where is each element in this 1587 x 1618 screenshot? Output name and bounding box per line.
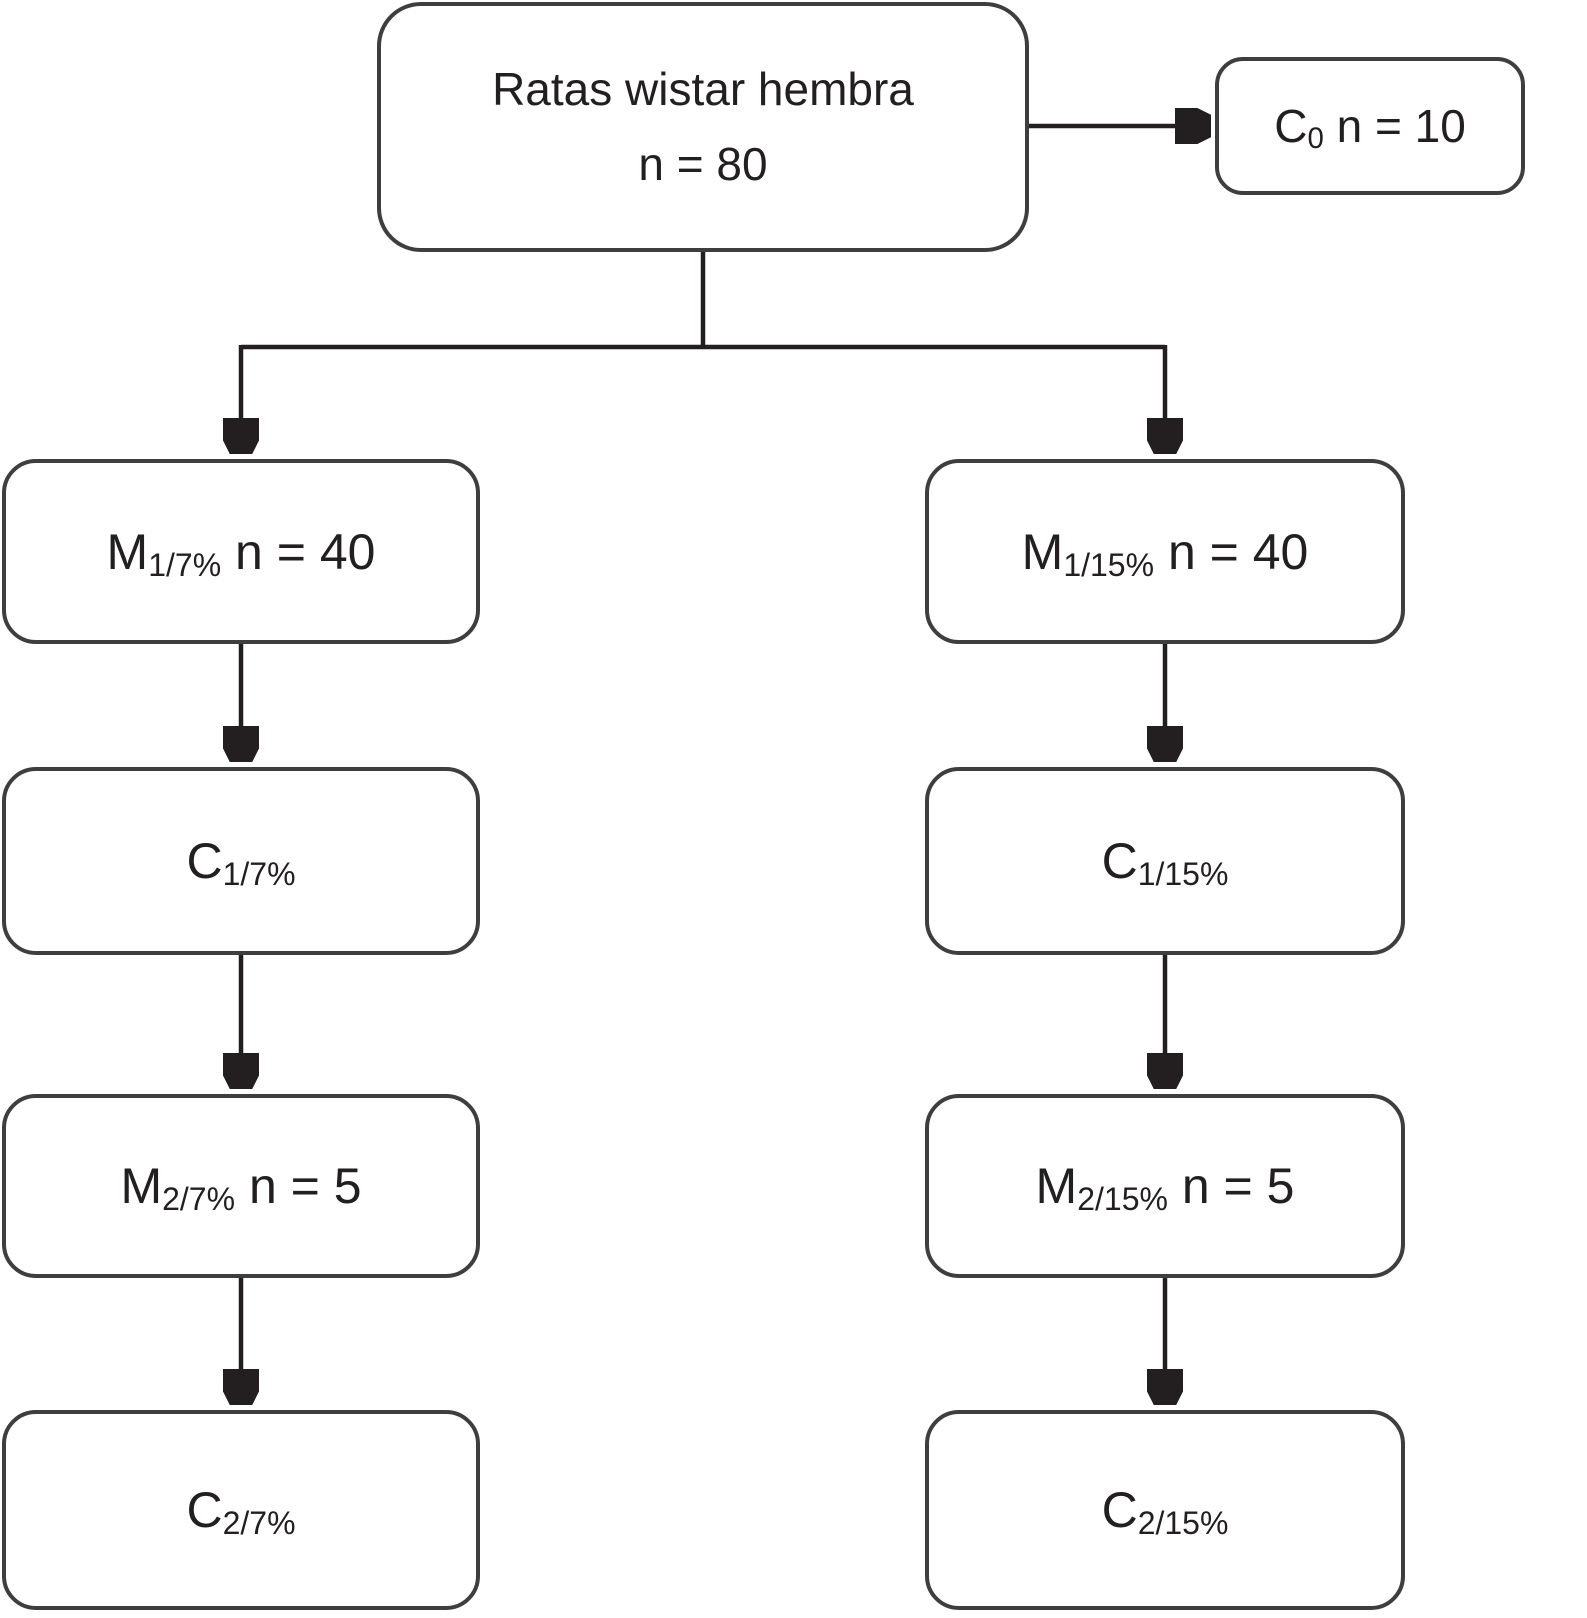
node-root: Ratas wistar hembra n = 80 bbox=[377, 2, 1029, 252]
node-c1-7: C1/7% bbox=[2, 767, 480, 955]
node-label: C0 n = 10 bbox=[1274, 99, 1466, 156]
node-label: M2/7% n = 5 bbox=[120, 1157, 361, 1215]
node-label: C1/15% bbox=[1102, 832, 1229, 890]
node-m1-15: M1/15% n = 40 bbox=[925, 459, 1405, 644]
root-line-1: Ratas wistar hembra bbox=[492, 63, 914, 116]
node-label: M1/7% n = 40 bbox=[107, 523, 376, 581]
node-suffix: n = 5 bbox=[235, 1158, 362, 1214]
node-suffix: n = 10 bbox=[1323, 100, 1466, 152]
node-c2-7: C2/7% bbox=[2, 1410, 480, 1610]
node-base: M bbox=[1035, 1158, 1078, 1214]
node-label: M2/15% n = 5 bbox=[1036, 1157, 1295, 1215]
node-suffix: n = 5 bbox=[1167, 1158, 1295, 1214]
node-label: C2/15% bbox=[1102, 1481, 1229, 1539]
node-subscript: 0 bbox=[1307, 122, 1324, 156]
node-c0: C0 n = 10 bbox=[1215, 57, 1525, 195]
root-line-2: n = 80 bbox=[638, 138, 768, 190]
node-base: C bbox=[1101, 1482, 1138, 1538]
node-label: C1/7% bbox=[186, 832, 295, 890]
node-base: M bbox=[1021, 523, 1064, 580]
node-suffix: n = 40 bbox=[221, 523, 376, 580]
node-m2-15: M2/15% n = 5 bbox=[925, 1094, 1405, 1278]
node-subscript: 2/15% bbox=[1077, 1181, 1168, 1218]
node-subscript: 2/7% bbox=[222, 1505, 296, 1542]
node-c1-15: C1/15% bbox=[925, 767, 1405, 955]
node-subscript: 1/15% bbox=[1137, 856, 1229, 893]
node-m2-7: M2/7% n = 5 bbox=[2, 1094, 480, 1278]
node-label: C2/7% bbox=[186, 1481, 295, 1539]
node-subscript: 1/15% bbox=[1063, 546, 1155, 583]
node-base: C bbox=[1101, 833, 1138, 889]
node-c2-15: C2/15% bbox=[925, 1410, 1405, 1610]
node-subscript: 1/7% bbox=[148, 546, 222, 583]
node-base: C bbox=[186, 1482, 223, 1538]
node-base: M bbox=[120, 1158, 163, 1214]
node-m1-7: M1/7% n = 40 bbox=[2, 459, 480, 644]
node-label: M1/15% n = 40 bbox=[1022, 523, 1309, 581]
node-subscript: 1/7% bbox=[222, 856, 296, 893]
node-base: C bbox=[186, 833, 223, 889]
node-suffix: n = 40 bbox=[1154, 523, 1309, 580]
node-base: M bbox=[106, 523, 149, 580]
node-subscript: 2/7% bbox=[162, 1181, 236, 1218]
node-base: C bbox=[1274, 100, 1308, 152]
node-subscript: 2/15% bbox=[1137, 1505, 1229, 1542]
